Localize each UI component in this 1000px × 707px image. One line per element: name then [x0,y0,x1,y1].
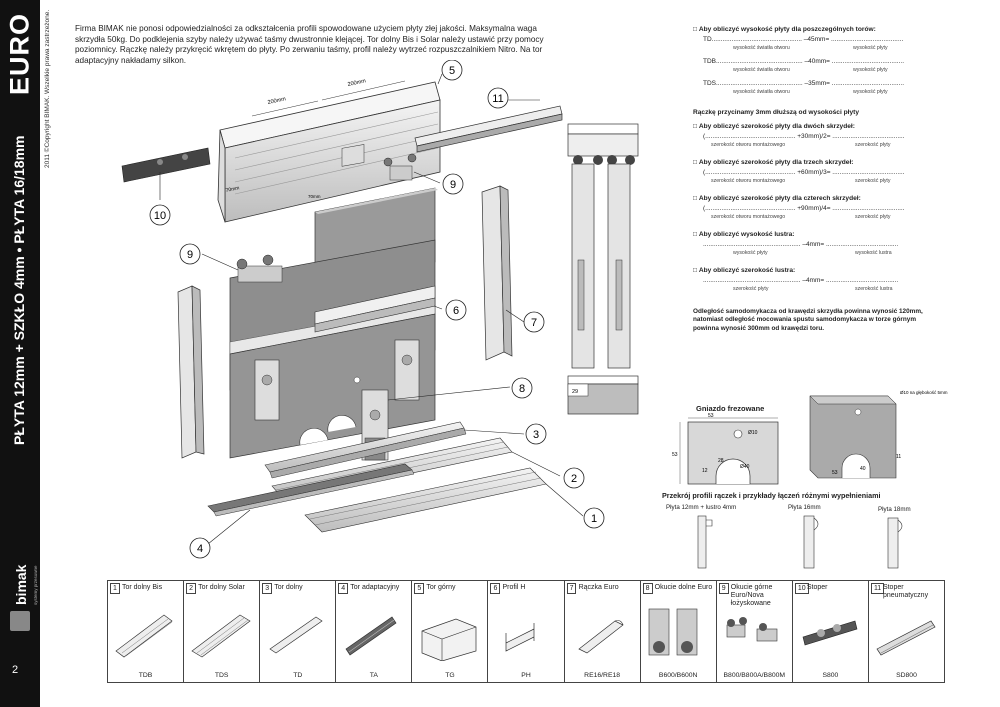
track-solar-icon [191,614,251,658]
bimak-logo: bimak systemy przesuwne [6,565,38,635]
handle-profile-12 [697,515,713,569]
sidebar: EURO PŁYTA 12mm + SZKŁO 4mm • PŁYTA 16/1… [0,0,40,707]
callout-2: 2 [571,473,577,485]
handle-right [481,185,513,361]
callout-4: 4 [197,543,203,555]
part-cell: 7 Rączka Euro RE16/RE18 [565,581,641,682]
svg-text:Ø10: Ø10 [748,430,758,436]
handle-left [177,285,205,459]
question-width-3: Aby obliczyć szerokość płyty dla trzech … [693,159,938,166]
formula-mirror-width: ........................................… [703,277,899,292]
soft-close-note: Odległość samodomykacza od krawędzi skrz… [693,308,923,332]
handle-euro-icon [577,620,624,654]
part-cell: 5 Tor górny TG [412,581,489,682]
callout-3: 3 [533,429,539,441]
dim-label: 70mm [308,194,321,199]
pneumatic-stopper [414,105,563,153]
bottom-fitting-icon [648,608,697,656]
bottom-track-3 [264,421,467,479]
track-bis-icon [115,614,173,658]
exploded-assembly-diagram: 200mm 200mm 70mm 70mm [121,60,639,559]
profiles-title: Przekrój profili rączek i przykłady łącz… [662,491,881,500]
part-cell: 2 Tor dolny Solar TDS [184,581,261,682]
callout-10: 10 [154,210,166,222]
dim-label: 29 [572,389,578,395]
formula-width-4: (.......................................… [703,205,905,220]
part-cell: 6 Profil H PH [488,581,565,682]
svg-text:40: 40 [860,466,866,472]
track-top-icon [422,618,477,661]
part-cell: 4 Tor adaptacyjny TA [336,581,413,682]
calculation-panel: Aby obliczyć wysokość płyty dla poszczeg… [693,26,938,333]
track-adapter-icon [345,616,397,656]
detail-drawings: Gniazdo frezowane 53 53 Ø10 Ø40 12 28 Ø1… [660,388,960,578]
callout-6: 6 [453,305,459,317]
milled-socket-title: Gniazdo frezowane [696,404,765,413]
svg-text:28: 28 [718,458,724,464]
question-width-2: Aby obliczyć szerokość płyty dla dwóch s… [693,123,938,130]
sidebar-title: EURO [4,12,35,96]
formula-width-3: (.......................................… [703,169,905,184]
formula-width-2: (.......................................… [703,133,905,148]
callout-9-left: 9 [187,249,193,261]
track-bottom-icon [269,616,323,654]
page-number: 2 [12,664,19,676]
parts-table: 1 Tor dolny Bis TDB 2 Tor dolny Solar TD… [107,580,945,683]
question-mirror-height: Aby obliczyć wysokość lustra: [693,231,938,238]
callout-7: 7 [531,317,537,329]
part-cell: 1 Tor dolny Bis TDB [108,581,185,682]
question-mirror-width: Aby obliczyć szerokość lustra: [693,267,938,274]
copyright-note: 2011 ©Copyright BIMAK. Wszelkie prawa za… [44,9,51,168]
callout-1: 1 [591,513,597,525]
profile-caption-18: Płyta 18mm [878,506,911,513]
svg-text:Ø10 na głębokość 5mm: Ø10 na głębokość 5mm [900,390,948,395]
callout-leaders [159,73,584,545]
part-cell: 3 Tor dolny TD [260,581,337,682]
callout-5: 5 [449,65,455,77]
dim-label: 200mm [347,78,367,88]
pneumatic-stopper-icon [876,620,936,656]
svg-text:Ø40: Ø40 [740,464,750,470]
formula-mirror-height: ........................................… [703,241,899,256]
note-handle-length: Rączkę przycinamy 3mm dłuższą od wysokoś… [693,109,860,116]
h-profile [314,285,436,333]
dim-label: 200mm [267,96,287,106]
svg-text:11: 11 [896,454,901,460]
part-cell: 11 Stoper pneumatyczny SD800 [869,581,944,682]
svg-text:53: 53 [708,413,714,419]
svg-text:12: 12 [702,468,708,474]
callout-8: 8 [519,383,525,395]
callout-numbers: 5 11 10 9 9 6 7 8 3 2 1 4 [149,60,605,559]
upper-roller-main [236,254,283,283]
question-width-4: Aby obliczyć szerokość płyty dla czterec… [693,195,938,202]
stopper [121,147,211,183]
stopper-icon [802,620,858,646]
callout-11: 11 [492,93,503,105]
top-fitting-icon [726,617,778,642]
part-cell: 10 Stoper S800 [793,581,869,682]
svg-text:53: 53 [832,470,838,476]
callout-9-top: 9 [450,179,456,191]
cross-section-drawing: 29 [567,123,639,415]
svg-text:53: 53 [672,452,678,458]
formula-tdb: TDB.....................................… [703,58,905,73]
question-height-per-track: Aby obliczyć wysokość płyty dla poszczeg… [693,26,938,33]
formula-tds: TDS.....................................… [703,80,905,95]
top-track: 200mm 200mm 70mm [217,78,441,223]
milled-socket-drawing: 53 53 Ø10 Ø40 12 28 Ø10 na głębokość 5mm… [672,390,948,569]
profile-caption-16: Płyta 16mm [788,504,821,511]
handle-profile-16 [803,515,819,569]
logo-cube-icon [10,611,30,631]
adapter-track-4 [207,463,415,517]
profile-caption-12: Płyta 12mm + lustro 4mm [666,504,737,511]
part-cell: 9 Okucie górne Euro/Nova łożyskowane B80… [717,581,793,682]
part-cell: 8 Okucie dolne Euro B600/B600N [641,581,717,682]
upper-roller-small [383,153,417,181]
intro-paragraph: Firma BIMAK nie ponosi odpowiedzialności… [75,24,544,65]
handle-profile-18 [887,517,903,569]
h-profile-icon [506,623,535,652]
dim-label: 70mm [225,185,240,194]
formula-td: TD......................................… [703,36,904,51]
